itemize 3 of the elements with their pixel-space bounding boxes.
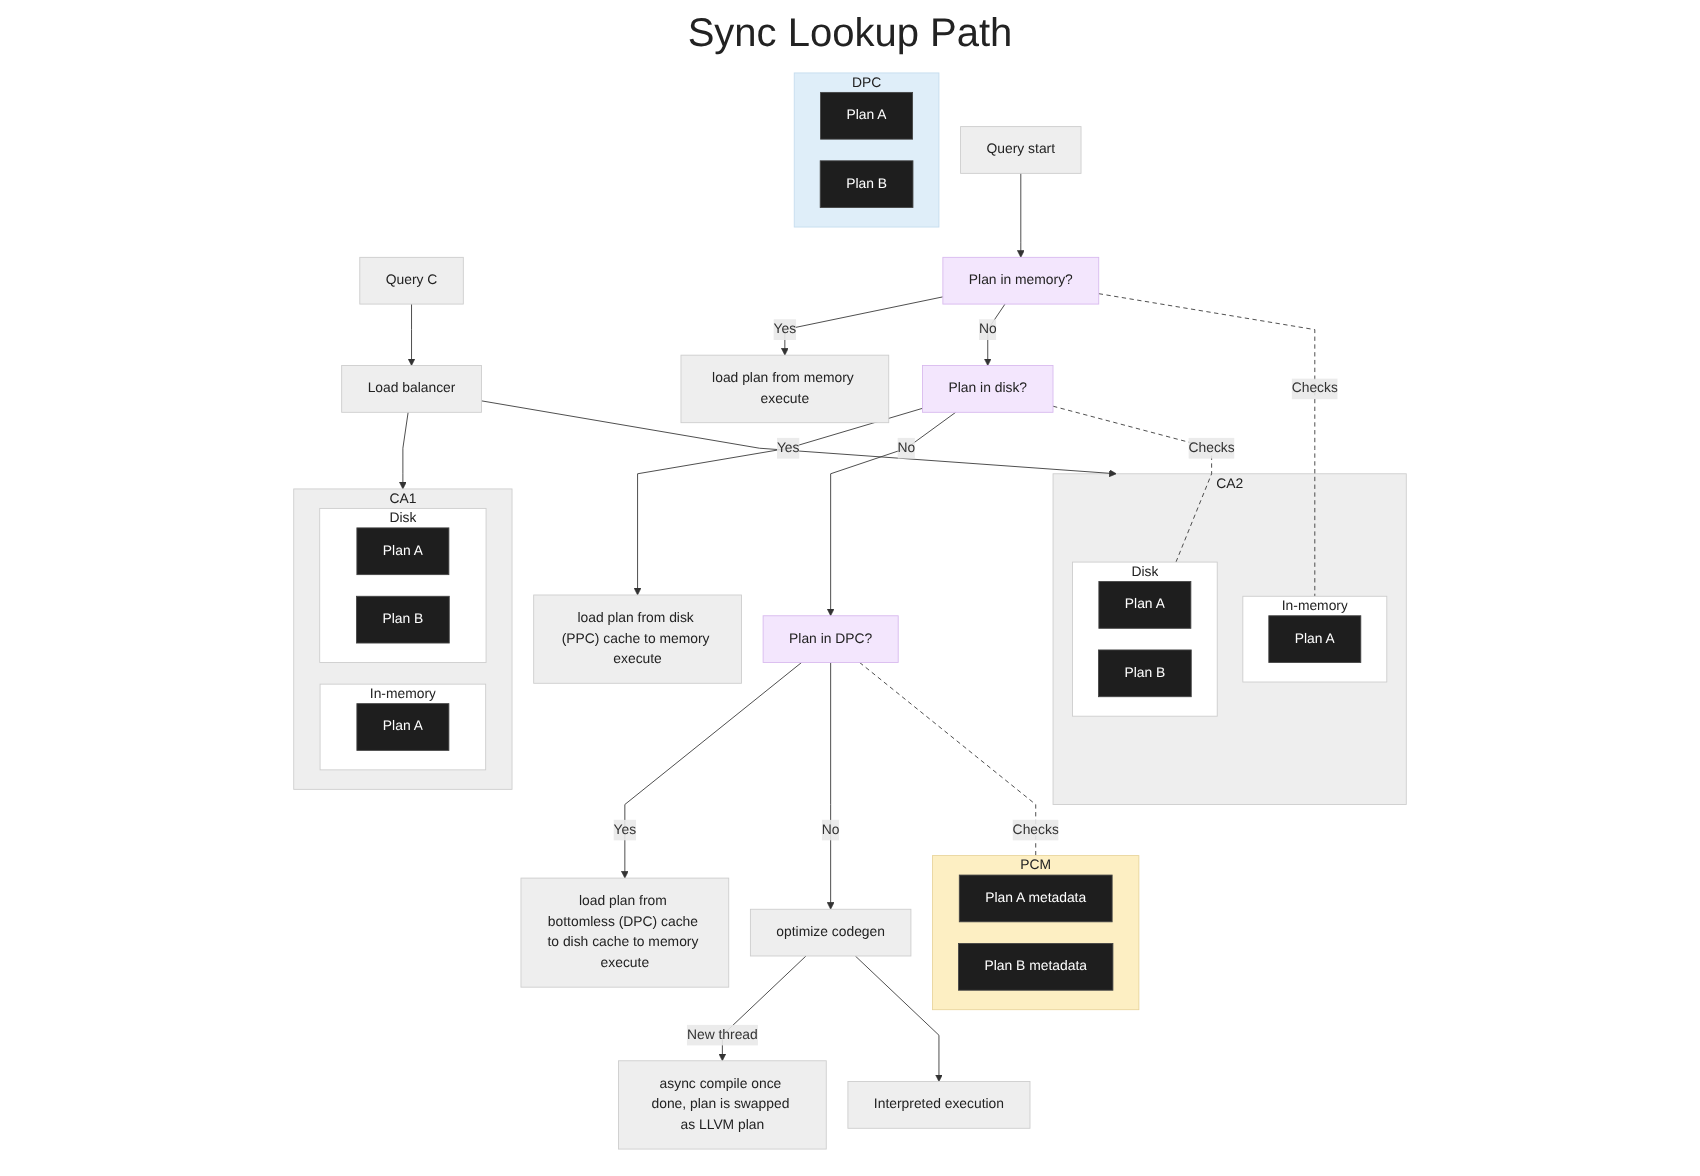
- connector: [859, 662, 1037, 856]
- connector: [1052, 405, 1213, 563]
- diagram-title: Sync Lookup Path: [685, 12, 1015, 58]
